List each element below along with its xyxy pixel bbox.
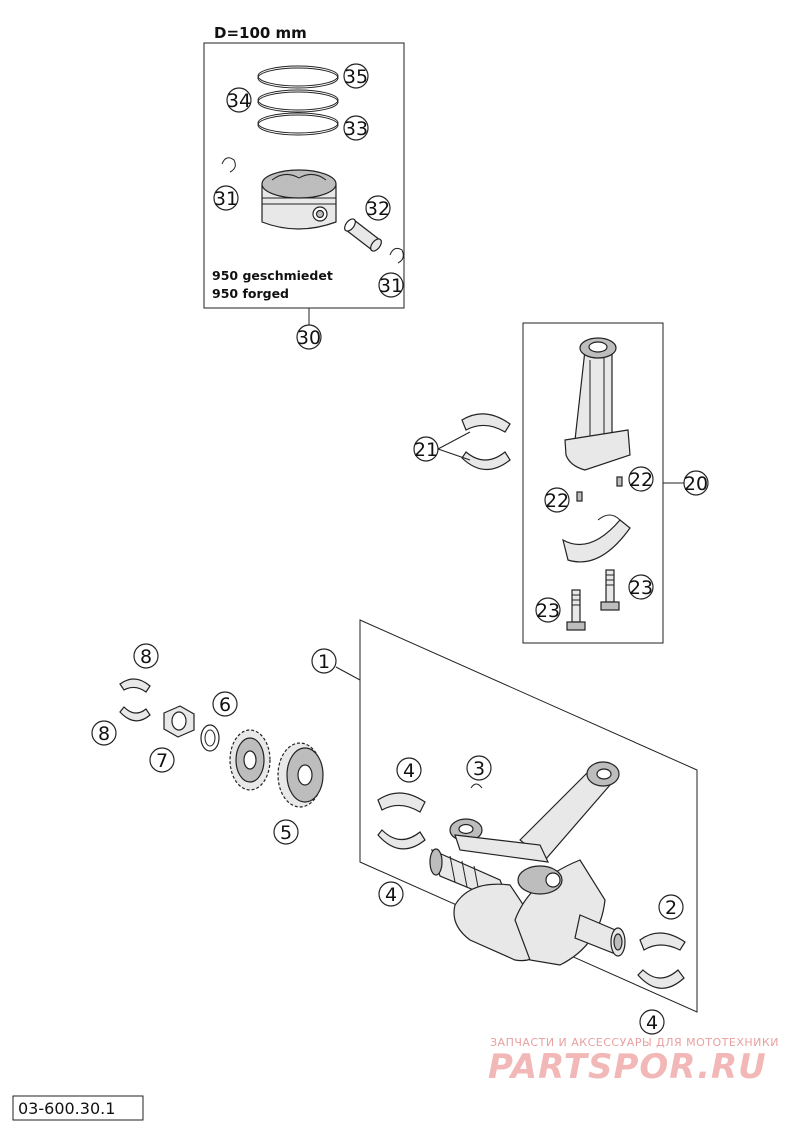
piston-note-line1: 950 geschmiedet (212, 268, 333, 283)
callout-32: 32 (365, 195, 391, 221)
svg-text:31: 31 (379, 275, 403, 297)
connecting-rod (564, 337, 631, 471)
svg-text:7: 7 (156, 750, 168, 772)
main-bearing-shell-4-lower (377, 829, 426, 850)
svg-text:8: 8 (98, 723, 110, 745)
conrod-bearing-shell-upper (461, 413, 511, 433)
bearing-shell-8-upper (119, 678, 151, 693)
piston (261, 169, 337, 230)
callout-6: 6 (212, 691, 238, 717)
callout-4-right: 4 (639, 1009, 665, 1035)
piston-group-box (203, 42, 405, 309)
rod-cap (562, 514, 631, 563)
callout-22-right: 22 (628, 466, 654, 492)
callout-20: 20 (683, 470, 709, 496)
callout-23-left: 23 (535, 597, 561, 623)
primary-gear (277, 742, 324, 808)
piston-note-line2: 950 forged (212, 286, 289, 301)
diagram-code-box (12, 1095, 144, 1121)
svg-text:22: 22 (545, 490, 569, 512)
bore-label: D=100 mm (214, 24, 307, 42)
sprocket-gear (229, 729, 271, 791)
watermark-line1: ЗАПЧАСТИ И АКСЕССУАРЫ ДЛЯ МОТОТЕХНИКИ (490, 1036, 779, 1049)
svg-text:35: 35 (344, 66, 368, 88)
svg-text:20: 20 (684, 473, 708, 495)
svg-text:32: 32 (366, 198, 390, 220)
callout-3: 3 (466, 755, 492, 781)
piston-ring-33 (257, 112, 339, 136)
callout-33: 33 (343, 115, 369, 141)
svg-text:22: 22 (629, 469, 653, 491)
callout-34: 34 (226, 87, 252, 113)
hex-nut (163, 705, 195, 738)
woodruff-key (470, 783, 483, 789)
svg-text:4: 4 (403, 760, 415, 782)
rod-bolt-left (566, 589, 586, 631)
callout-35: 35 (343, 63, 369, 89)
callout-2: 2 (658, 894, 684, 920)
main-bearing-shell-2 (639, 932, 686, 951)
piston-ring-35 (257, 65, 339, 89)
diagram-code: 03-600.30.1 (18, 1099, 115, 1118)
dowel-sleeve-right (616, 476, 623, 487)
dowel-sleeve-left (576, 491, 583, 502)
callout-31-left: 31 (213, 185, 239, 211)
washer (200, 724, 220, 752)
conrod-bearing-shell-lower (461, 451, 511, 471)
callout-22-left: 22 (544, 487, 570, 513)
callout-8-upper: 8 (133, 643, 159, 669)
callout-7: 7 (149, 747, 175, 773)
svg-text:31: 31 (214, 188, 238, 210)
piston-pin (344, 218, 382, 252)
callout-21: 21 (413, 436, 439, 462)
circlip-31-left (221, 157, 236, 173)
svg-text:33: 33 (344, 118, 368, 140)
svg-text:34: 34 (227, 90, 251, 112)
svg-text:2: 2 (665, 897, 677, 919)
bearing-shell-8-lower (119, 706, 151, 722)
main-bearing-shell-4-upper (377, 792, 426, 813)
circlip-31-right (389, 247, 404, 264)
svg-text:8: 8 (140, 646, 152, 668)
callout-31-right: 31 (378, 272, 404, 298)
watermark-line2: PARTSPOR.RU (488, 1047, 767, 1087)
svg-text:6: 6 (219, 694, 231, 716)
svg-text:4: 4 (385, 884, 397, 906)
callout-23-right: 23 (628, 574, 654, 600)
rod-bolt-right (600, 569, 620, 611)
callout-1: 1 (311, 648, 337, 674)
main-bearing-shell-4-right (637, 969, 685, 989)
callout-4-upper: 4 (396, 757, 422, 783)
piston-ring-34 (257, 89, 339, 113)
callout-5: 5 (273, 819, 299, 845)
callout-4-lower: 4 (378, 881, 404, 907)
callout-8-lower: 8 (91, 720, 117, 746)
crankshaft-assembly (429, 761, 626, 966)
svg-text:3: 3 (473, 758, 485, 780)
crankshaft-panel (359, 619, 698, 1013)
svg-text:23: 23 (536, 600, 560, 622)
svg-text:5: 5 (280, 822, 292, 844)
callout-30: 30 (296, 324, 322, 350)
svg-text:1: 1 (318, 651, 330, 673)
svg-text:21: 21 (414, 439, 438, 461)
svg-text:23: 23 (629, 577, 653, 599)
svg-text:30: 30 (297, 327, 321, 349)
svg-text:4: 4 (646, 1012, 658, 1034)
